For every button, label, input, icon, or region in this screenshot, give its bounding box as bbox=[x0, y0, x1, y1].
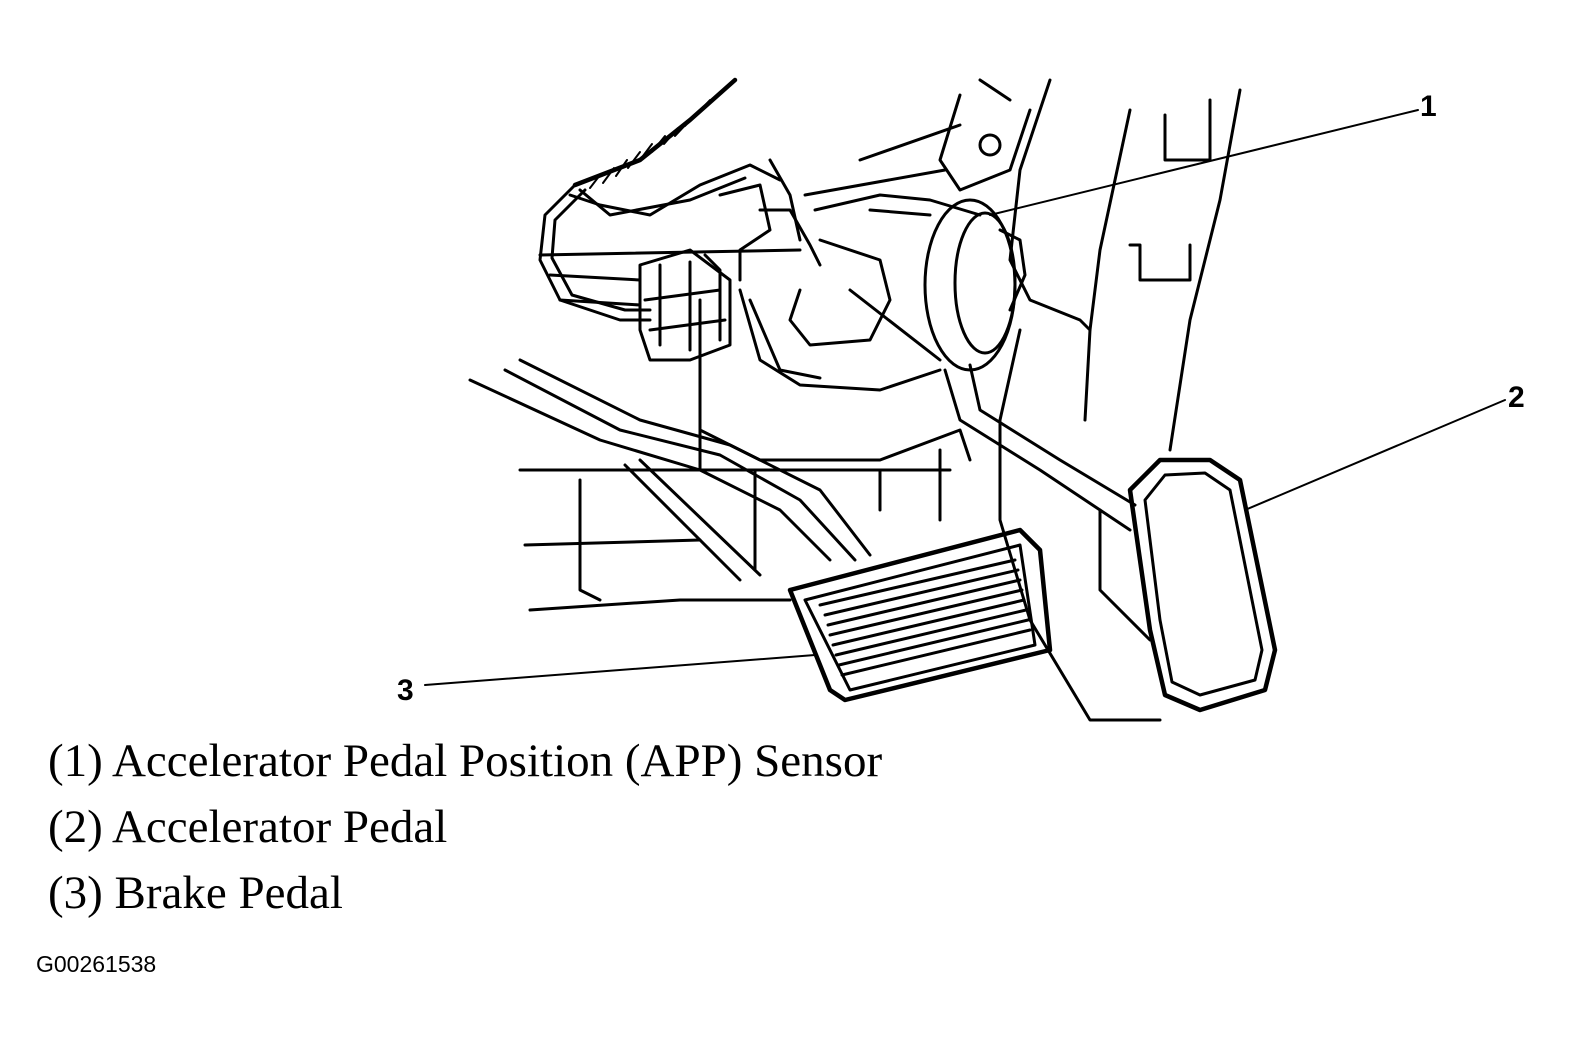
sensor-connector bbox=[638, 248, 732, 362]
legend-item-brake-pedal: (3) Brake Pedal bbox=[48, 867, 343, 919]
callout-2-label: 2 bbox=[1508, 381, 1525, 414]
brake-pedal-pad bbox=[787, 527, 1053, 703]
bracket-structure bbox=[518, 78, 1242, 722]
wiring-harness bbox=[538, 77, 802, 322]
figure-code: G00261538 bbox=[36, 951, 157, 977]
accelerator-pedal-arm bbox=[943, 363, 1137, 532]
legend-item-app-sensor: (1) Accelerator Pedal Position (APP) Sen… bbox=[48, 735, 883, 787]
legend-item-accelerator-pedal: (2) Accelerator Pedal bbox=[48, 801, 448, 853]
accelerator-pedal-pad bbox=[1127, 457, 1278, 713]
brake-pedal-arm bbox=[468, 358, 872, 582]
legend: (1) Accelerator Pedal Position (APP) Sen… bbox=[48, 728, 882, 926]
app-sensor-body bbox=[718, 183, 1027, 392]
leader-lines bbox=[424, 109, 1506, 686]
callout-1-label: 1 bbox=[1420, 90, 1437, 123]
pedal-assembly-illustration bbox=[424, 77, 1506, 722]
callout-3-label: 3 bbox=[397, 674, 414, 707]
